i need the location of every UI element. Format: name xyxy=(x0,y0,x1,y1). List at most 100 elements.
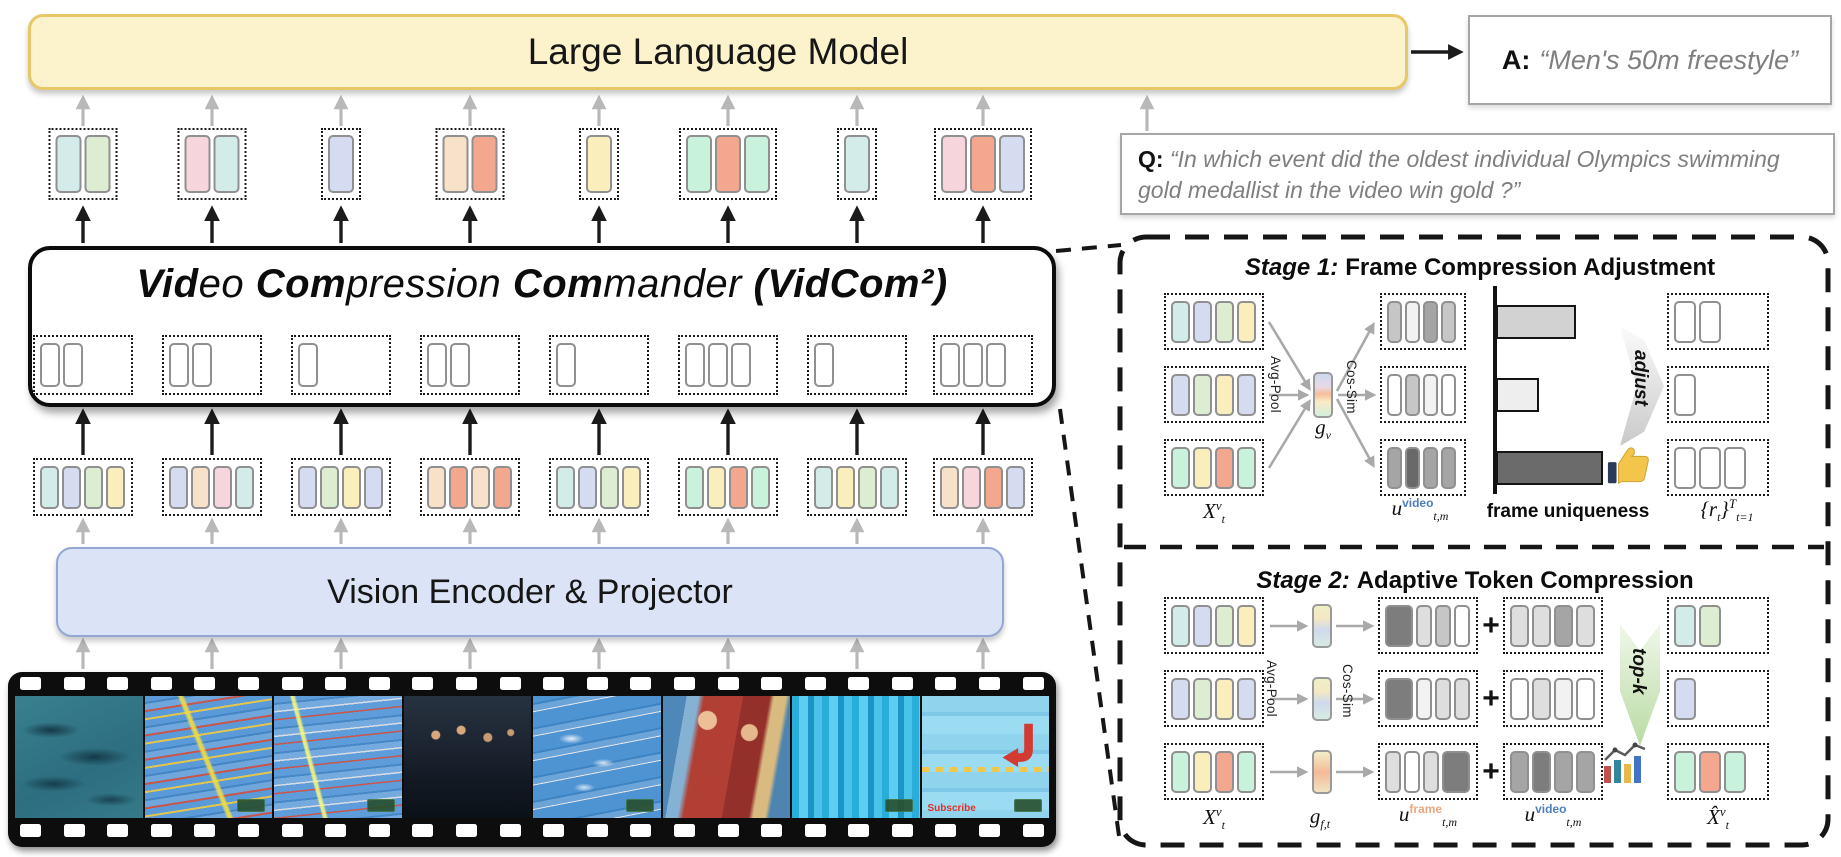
token-bar xyxy=(1405,300,1420,343)
stage2-frame-tokens xyxy=(1164,670,1264,727)
video-frame-pool-vertical-lanes xyxy=(792,696,922,818)
stage1-frame-tokens xyxy=(1164,366,1264,423)
pooled-frame-token xyxy=(1312,677,1332,721)
token-bar xyxy=(449,465,468,509)
stage1-frame-tokens xyxy=(1164,439,1264,496)
token-bar xyxy=(169,343,189,387)
video-frame-pool-overhead-lane-line xyxy=(144,696,274,818)
token-bar xyxy=(1193,604,1212,647)
token-bar xyxy=(1674,373,1696,416)
stage1-cos-sim-label: Cos-Sim xyxy=(1344,360,1359,414)
token-bar xyxy=(1387,300,1402,343)
token-bar xyxy=(1404,750,1420,793)
question-box: Q: “In which event did the oldest indivi… xyxy=(1120,133,1835,215)
stage2-frame-tokens xyxy=(1164,743,1264,800)
sprocket-hole xyxy=(1022,677,1044,690)
token-bar xyxy=(40,343,60,387)
question-text: “In which event did the oldest individua… xyxy=(1138,146,1780,204)
token-bar xyxy=(556,343,576,387)
token-bar xyxy=(184,135,211,193)
token-bar xyxy=(364,465,383,509)
video-frame-swimmers-starting-blocks xyxy=(403,696,533,818)
stage2-video-uniqueness-tokens xyxy=(1503,597,1603,654)
token-bar xyxy=(1171,300,1190,343)
token-bar xyxy=(1215,604,1234,647)
token-bar xyxy=(1006,465,1025,509)
token-bar xyxy=(940,343,960,387)
stage2-cos-sim-label: Cos-Sim xyxy=(1340,664,1355,718)
stage1-video-uniqueness-tokens xyxy=(1380,439,1466,496)
callout-connector-top xyxy=(1055,243,1122,253)
token-bar xyxy=(729,465,748,509)
frame-uniqueness-label: frame uniqueness xyxy=(1486,501,1650,522)
frame-token-group xyxy=(807,458,907,516)
frame-uniqueness-bar xyxy=(1496,378,1539,412)
token-bar xyxy=(1215,446,1234,489)
stats-chart-icon xyxy=(1604,742,1646,783)
llm-input-token-group xyxy=(321,128,361,200)
sprocket-hole xyxy=(761,677,783,690)
stage1-adjusted-ratio-tokens xyxy=(1667,293,1769,350)
token-bar xyxy=(471,135,498,193)
token-bar xyxy=(1724,446,1746,489)
sprocket-hole xyxy=(150,677,172,690)
token-bar xyxy=(1237,446,1256,489)
token-bar xyxy=(191,465,210,509)
stage2-avg-pool-label: Avg-Pool xyxy=(1264,660,1279,717)
token-bar xyxy=(1435,604,1451,647)
token-bar xyxy=(1674,750,1696,793)
video-frame-pool-race-overhead xyxy=(533,696,663,818)
sprocket-hole xyxy=(935,824,957,837)
token-bar xyxy=(63,343,83,387)
llm-label: Large Language Model xyxy=(527,31,909,72)
llm-input-token-group xyxy=(579,128,619,200)
stage2-x-label: Xvt xyxy=(1203,804,1225,833)
token-bar xyxy=(836,465,855,509)
stage1-tag: Stage 1: xyxy=(1244,254,1339,281)
sprocket-hole xyxy=(891,824,913,837)
token-bar xyxy=(1442,750,1470,793)
token-bar xyxy=(298,343,318,387)
vidcom-token-slot xyxy=(549,335,649,395)
token-bar xyxy=(84,465,103,509)
token-bar xyxy=(986,343,1006,387)
stage2-title: Stage 2:Adaptive Token Compression xyxy=(1256,567,1693,595)
token-bar xyxy=(708,343,728,387)
sprocket-hole xyxy=(194,824,216,837)
vidcom-token-slot xyxy=(291,335,391,395)
token-bar xyxy=(1441,446,1456,489)
sprocket-hole xyxy=(499,824,521,837)
vision-encoder-box: Vision Encoder & Projector xyxy=(56,547,1004,637)
stage2-tag: Stage 2: xyxy=(1256,567,1350,594)
red-arrow-icon xyxy=(1002,723,1033,768)
llm-input-token-group xyxy=(177,128,247,200)
token-bar xyxy=(1423,300,1438,343)
sprocket-hole xyxy=(107,824,129,837)
callout-connector-bottom xyxy=(1058,408,1121,837)
pooled-frame-token xyxy=(1312,604,1332,648)
token-bar xyxy=(1416,677,1432,720)
sprocket-hole xyxy=(761,824,783,837)
sprocket-hole xyxy=(20,824,41,837)
vidcom-token-slot xyxy=(162,335,262,395)
token-bar xyxy=(298,465,317,509)
sprocket-hole xyxy=(673,677,695,690)
sprocket-hole xyxy=(717,677,739,690)
stage2-selected-tokens xyxy=(1667,670,1769,727)
sprocket-hole xyxy=(412,824,434,837)
sprocket-hole xyxy=(325,824,347,837)
stage1-avg-pool-label: Avg-Pool xyxy=(1268,356,1283,413)
token-bar xyxy=(342,465,361,509)
token-bar xyxy=(1171,750,1190,793)
token-bar xyxy=(1215,677,1234,720)
token-bar xyxy=(1435,677,1451,720)
token-bar xyxy=(213,135,240,193)
token-bar xyxy=(1532,677,1551,720)
token-bar xyxy=(106,465,125,509)
token-bar xyxy=(450,343,470,387)
token-bar xyxy=(1554,677,1573,720)
sprocket-hole xyxy=(630,824,652,837)
token-bar xyxy=(442,135,469,193)
token-bar xyxy=(62,465,81,509)
sprocket-hole xyxy=(673,824,695,837)
